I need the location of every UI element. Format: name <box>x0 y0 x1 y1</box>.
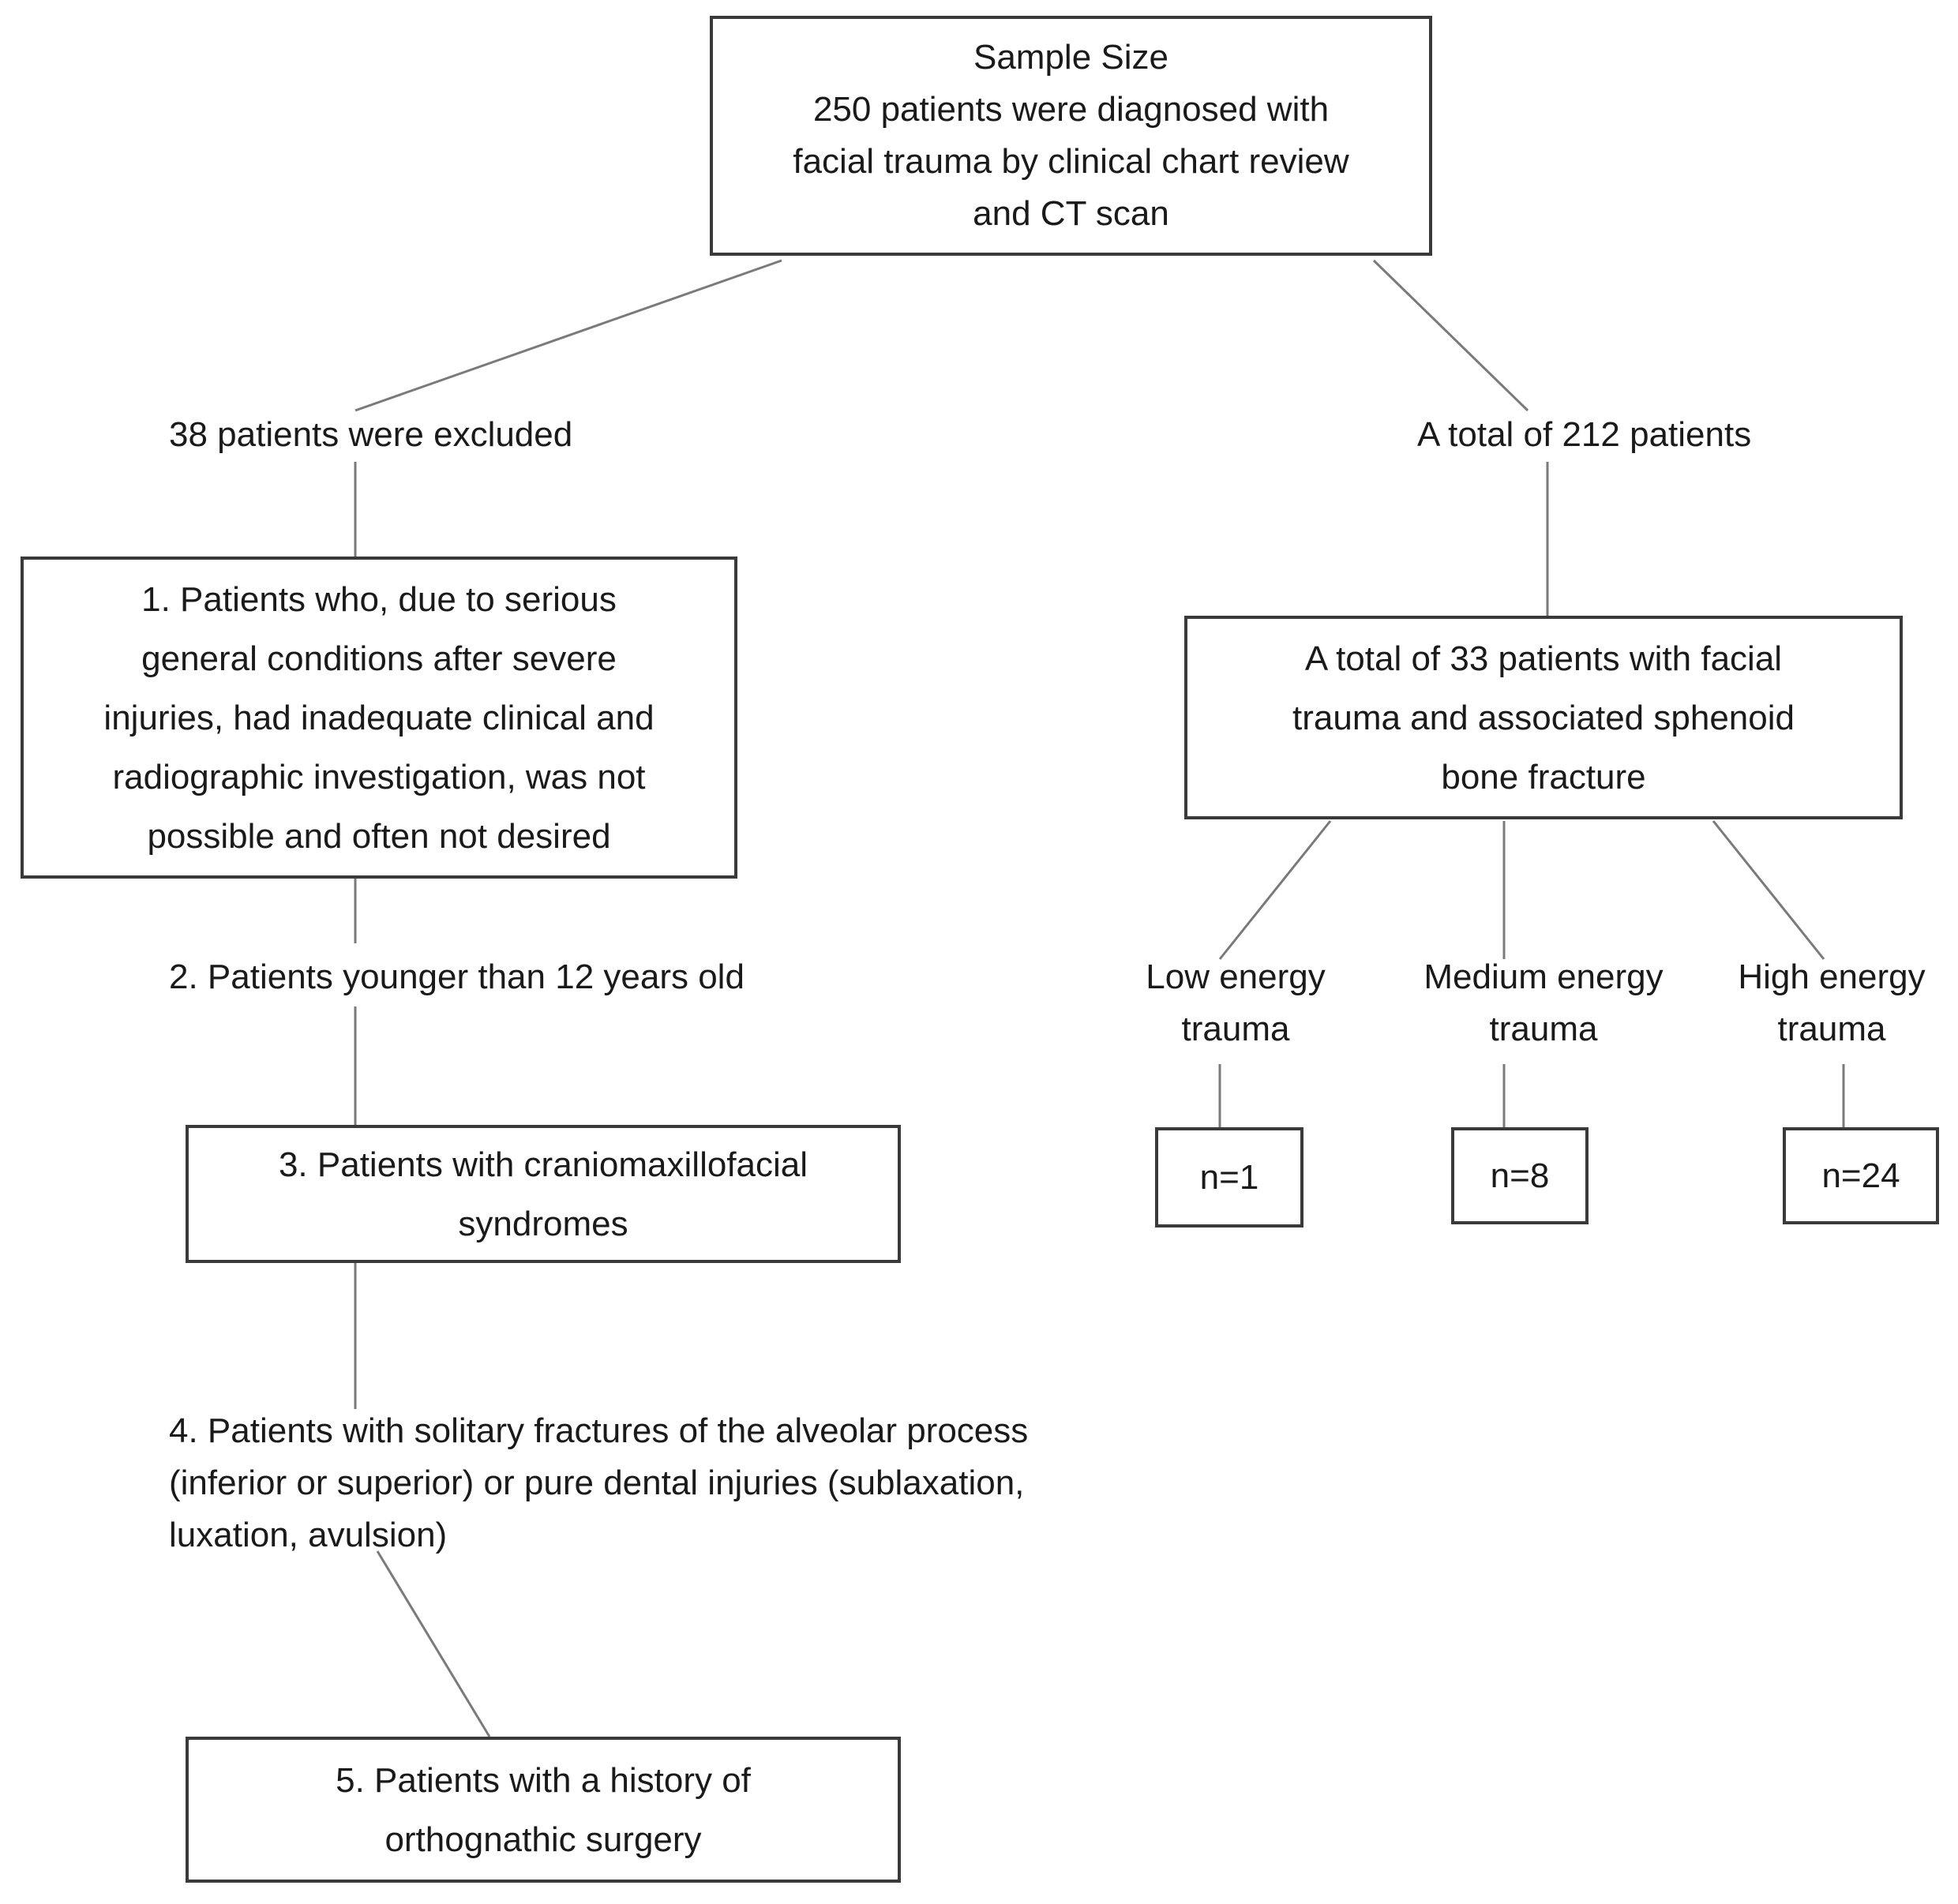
medium-energy-count-box: n=8 <box>1451 1127 1589 1224</box>
criterion-4-line: (inferior or superior) or pure dental in… <box>169 1464 1025 1502</box>
connector-sphenoid-to-high <box>1712 820 1825 960</box>
exclusion-criterion-3-box: 3. Patients with craniomaxillofacial syn… <box>186 1125 901 1263</box>
criterion-3-line: 3. Patients with craniomaxillofacial <box>278 1145 808 1184</box>
included-total-label: A total of 212 patients <box>1417 415 1752 454</box>
high-energy-trauma-label: High energy trauma <box>1738 958 1926 1048</box>
criterion-1-line: radiographic investigation, was not <box>112 757 646 796</box>
criterion-1-line: general conditions after severe <box>141 639 617 678</box>
exclusion-criterion-1-box: 1. Patients who, due to serious general … <box>21 557 737 879</box>
medium-energy-trauma-label: Medium energy trauma <box>1423 958 1664 1048</box>
sphenoid-fracture-box: A total of 33 patients with facial traum… <box>1184 616 1903 819</box>
exclusion-criterion-5-box: 5. Patients with a history of orthognath… <box>186 1737 901 1883</box>
sphenoid-line: trauma and associated sphenoid <box>1292 698 1795 737</box>
sample-size-line: 250 patients were diagnosed with <box>812 90 1330 129</box>
high-energy-count-box: n=24 <box>1783 1127 1939 1224</box>
criterion-1-line: possible and often not desired <box>147 816 611 856</box>
sphenoid-line: bone fracture <box>1441 757 1646 796</box>
criterion-1-line: injuries, had inadequate clinical and <box>103 698 655 737</box>
sample-size-line: Sample Size <box>973 38 1168 77</box>
low-energy-count-box: n=1 <box>1155 1127 1303 1227</box>
criterion-4-line: luxation, avulsion) <box>169 1516 448 1554</box>
exclusion-criterion-4: 4. Patients with solitary fractures of t… <box>169 1405 1028 1561</box>
criterion-3-line: syndromes <box>458 1204 628 1243</box>
connector-criterion-4-to-5 <box>376 1550 491 1737</box>
connector-sample-to-excluded <box>354 259 782 412</box>
sample-size-line: facial trauma by clinical chart review <box>793 142 1349 181</box>
sample-size-line: and CT scan <box>973 194 1169 233</box>
criterion-4-line: 4. Patients with solitary fractures of t… <box>169 1411 1029 1450</box>
criterion-5-line: orthognathic surgery <box>384 1820 702 1859</box>
connector-sphenoid-to-low <box>1218 820 1332 960</box>
excluded-label: 38 patients were excluded <box>169 415 573 454</box>
criterion-1-line: 1. Patients who, due to serious <box>141 579 617 619</box>
criterion-5-line: 5. Patients with a history of <box>336 1760 751 1800</box>
sample-size-box: Sample Size 250 patients were diagnosed … <box>710 16 1432 256</box>
low-energy-trauma-label: Low energy trauma <box>1146 958 1326 1048</box>
connector-sample-to-total <box>1372 259 1529 412</box>
exclusion-criterion-2: 2. Patients younger than 12 years old <box>169 958 745 996</box>
sphenoid-line: A total of 33 patients with facial <box>1304 639 1783 678</box>
